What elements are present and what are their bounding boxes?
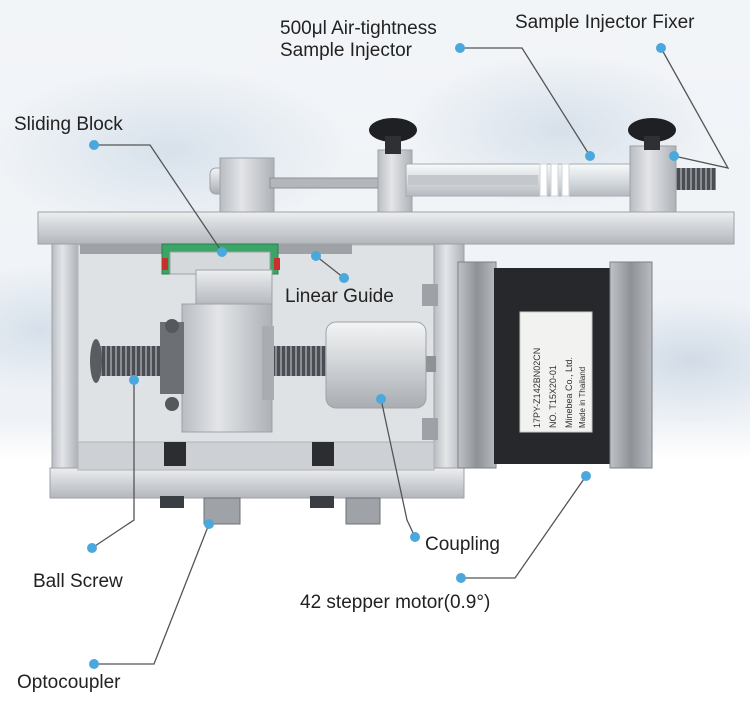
- label-syringe-line1: 500μl Air-tightness: [280, 18, 437, 39]
- motor-sticker-serial: NO. T15X20-01: [548, 365, 558, 428]
- coupling-part: [325, 321, 436, 409]
- optocoupler-parts: [160, 442, 381, 525]
- label-optocoupler: Optocoupler: [17, 672, 121, 693]
- label-linear-guide: Linear Guide: [285, 286, 394, 307]
- label-stepper-motor: 42 stepper motor(0.9°): [300, 592, 491, 613]
- label-syringe-line2: Sample Injector: [280, 40, 413, 61]
- callout-dots: [87, 43, 679, 669]
- label-sliding-block: Sliding Block: [14, 114, 123, 135]
- motor-sticker-origin: Made in Thailand: [578, 367, 587, 428]
- motor-sticker-model: 17PY-Z142BN02CN: [532, 348, 542, 428]
- syringe-assembly: [209, 118, 716, 213]
- stepper-motor: [422, 261, 653, 469]
- callout-lines: [91, 47, 730, 665]
- label-ball-screw: Ball Screw: [33, 571, 123, 592]
- label-syringe: 500μl Air-tightness Sample Injector: [280, 18, 437, 62]
- motor-sticker: 17PY-Z142BN02CN NO. T15X20-01 Minebea Co…: [532, 348, 587, 428]
- motor-sticker-maker: Minebea Co., Ltd.: [564, 357, 574, 428]
- label-coupling: Coupling: [425, 534, 500, 555]
- label-fixer: Sample Injector Fixer: [515, 12, 695, 33]
- sliding-block: [160, 269, 274, 433]
